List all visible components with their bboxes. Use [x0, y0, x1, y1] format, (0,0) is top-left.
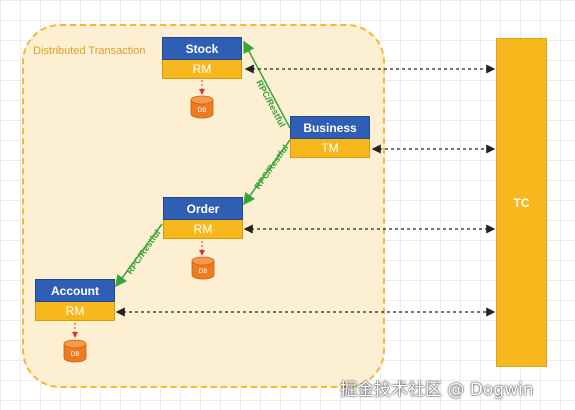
business-service-role: TM: [290, 139, 370, 158]
account-service-role: RM: [35, 302, 115, 321]
db-account-label: DB: [70, 351, 80, 358]
db-stock-cylinder: [190, 95, 214, 119]
stock-service: Stock RM: [162, 37, 242, 79]
account-service-name: Account: [35, 279, 115, 302]
rpc-label-order: RPC/Restful: [252, 143, 290, 191]
business-service: Business TM: [290, 116, 370, 158]
rpc-arrow-order-account: [115, 223, 163, 288]
rpc-arrow-business-stock: [243, 40, 291, 129]
business-service-name: Business: [290, 116, 370, 139]
region-title: Distributed Transaction: [33, 45, 146, 57]
watermark: 掘金技术社区 @ Dogwin: [340, 380, 534, 400]
rpc-label-account: RPC/Restful: [124, 228, 162, 276]
order-service: Order RM: [163, 197, 243, 239]
rpc-label-stock: RPC/Restful: [254, 78, 287, 129]
db-order-cylinder: [191, 256, 215, 280]
order-service-name: Order: [163, 197, 243, 220]
db-stock-label: DB: [197, 107, 207, 114]
db-order-label: DB: [198, 268, 208, 275]
transaction-coordinator: TC: [496, 38, 547, 367]
db-account-cylinder: [63, 339, 87, 363]
rpc-arrow-business-order: [243, 139, 291, 206]
stock-service-name: Stock: [162, 37, 242, 60]
stock-service-role: RM: [162, 60, 242, 79]
transaction-coordinator-label: TC: [513, 195, 530, 210]
account-service: Account RM: [35, 279, 115, 321]
order-service-role: RM: [163, 220, 243, 239]
